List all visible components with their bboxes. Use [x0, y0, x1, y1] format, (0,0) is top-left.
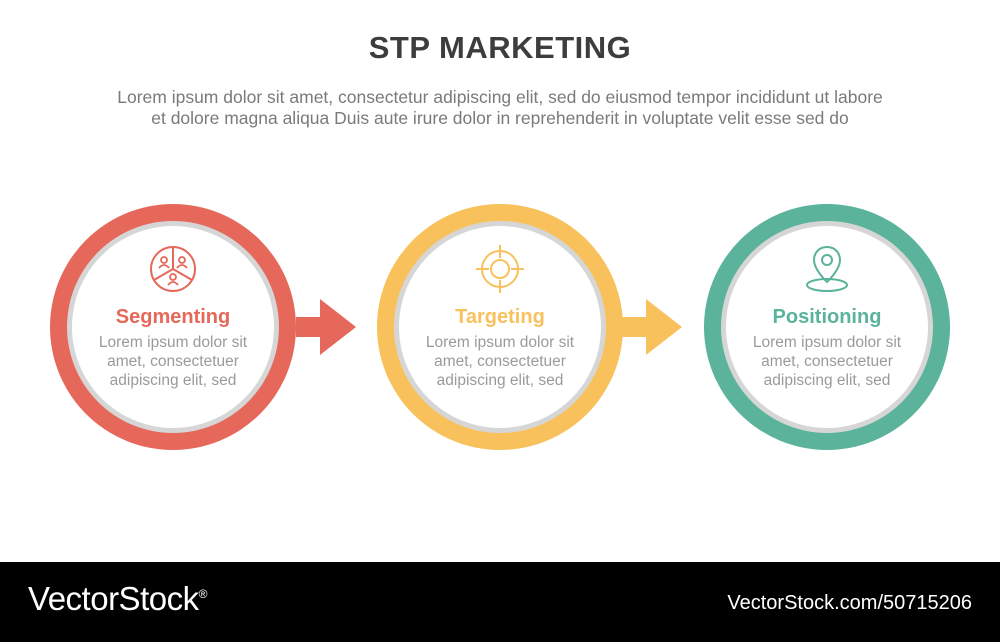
page-title: STP MARKETING [368, 30, 632, 65]
stage-positioning: Positioning Lorem ipsum dolor sit amet, … [704, 204, 950, 450]
stage-desc-line: adipiscing elit, sed [109, 372, 237, 389]
stage-description: Lorem ipsum dolor sit amet, consectetuer… [86, 333, 260, 390]
stage-title: Targeting [455, 306, 545, 328]
crosshair-target-icon [476, 245, 524, 293]
stage-inner-circle: Targeting Lorem ipsum dolor sit amet, co… [394, 221, 606, 433]
stage-desc-line: amet, consectetuer [107, 353, 239, 370]
stage-segmenting: Segmenting Lorem ipsum dolor sit amet, c… [50, 204, 296, 450]
stage-title: Segmenting [115, 306, 231, 328]
watermark-footer: VectorStock® VectorStock.com/50715206 [0, 562, 1000, 642]
stage-title: Positioning [772, 306, 882, 328]
stage-description: Lorem ipsum dolor sit amet, consectetuer… [413, 333, 587, 390]
stage-targeting: Targeting Lorem ipsum dolor sit amet, co… [377, 204, 623, 450]
arrow-right-icon [622, 299, 682, 355]
location-pin-icon [806, 245, 848, 292]
stage-desc-line: Lorem ipsum dolor sit [752, 334, 902, 351]
arrow-right-icon [296, 299, 356, 355]
stage-desc-line: amet, consectetuer [434, 353, 566, 370]
people-segments-icon [150, 246, 196, 292]
stage-desc-line: adipiscing elit, sed [436, 372, 564, 389]
stage-desc-line: Lorem ipsum dolor sit [425, 334, 575, 351]
stage-inner-circle: Positioning Lorem ipsum dolor sit amet, … [721, 221, 933, 433]
stage-description: Lorem ipsum dolor sit amet, consectetuer… [740, 333, 914, 390]
stage-desc-line: amet, consectetuer [761, 353, 893, 370]
stage-inner-circle: Segmenting Lorem ipsum dolor sit amet, c… [67, 221, 279, 433]
subtitle-line: Lorem ipsum dolor sit amet, consectetur … [117, 87, 883, 107]
brand-name: VectorStock [28, 580, 199, 617]
page-subtitle: Lorem ipsum dolor sit amet, consectetur … [40, 87, 960, 129]
stage-desc-line: Lorem ipsum dolor sit [98, 334, 248, 351]
stage-desc-line: adipiscing elit, sed [763, 372, 891, 389]
subtitle-line: et dolore magna aliqua Duis aute irure d… [151, 108, 849, 128]
brand-logo: VectorStock® [28, 580, 207, 618]
stock-id: VectorStock.com/50715206 [727, 592, 972, 614]
registered-mark: ® [198, 587, 208, 601]
